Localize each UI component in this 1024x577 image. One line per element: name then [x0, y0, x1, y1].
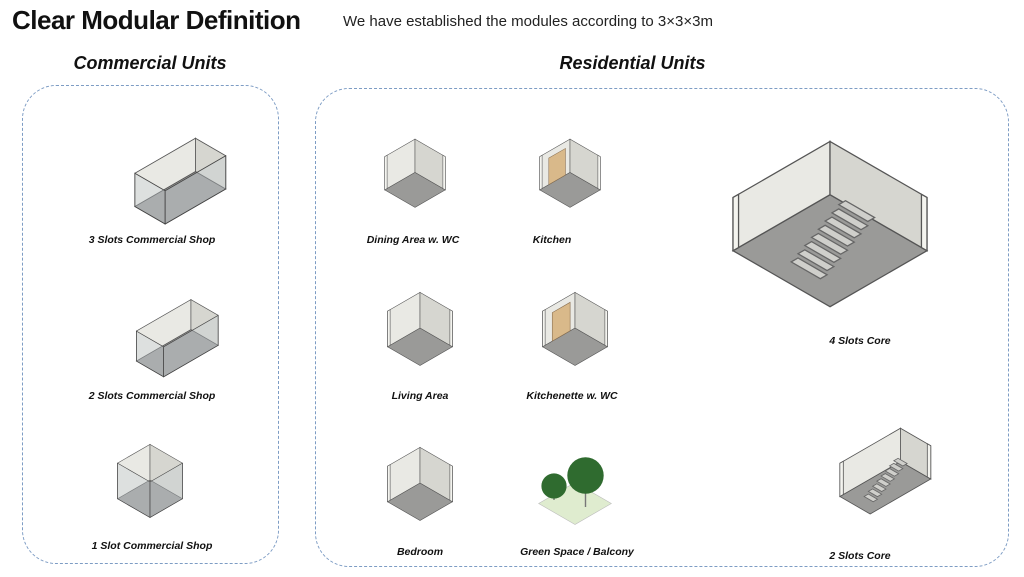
stair-step	[888, 462, 904, 472]
commercial-units-panel	[22, 85, 279, 564]
commercial-units-heading: Commercial Units	[73, 53, 227, 73]
kitchen-illustration	[500, 95, 640, 233]
stair-step	[817, 224, 856, 247]
bedroom-illustration	[345, 405, 495, 543]
stair-step	[796, 249, 836, 272]
wall-edge	[597, 154, 601, 191]
core-4-slot-illustration	[670, 95, 990, 320]
residential-units-heading: Residential Units	[559, 53, 706, 73]
stair-step	[884, 468, 900, 477]
core-4-slot-label: 4 Slots Core	[829, 335, 891, 347]
stair-step	[789, 257, 829, 280]
green-space-illustration	[505, 430, 645, 542]
commercial-2-slot-label: 2 Slots Commercial Shop	[88, 390, 216, 402]
living-area-illustration	[345, 250, 495, 388]
commercial-2-slot-illustration	[60, 255, 240, 387]
page-title: Clear Modular Definition	[12, 5, 301, 35]
stair-step	[863, 493, 879, 503]
dining-area-label: Dining Area w. WC	[366, 234, 460, 246]
cabinet	[548, 147, 566, 186]
stair-step	[871, 483, 887, 492]
living-area-label: Living Area	[391, 390, 449, 402]
stair-step	[810, 232, 849, 255]
commercial-1-slot-illustration	[75, 405, 225, 537]
stair-step	[880, 473, 896, 482]
page-subtitle: We have established the modules accordin…	[343, 13, 713, 30]
wall-edge	[384, 154, 388, 191]
stair-step	[823, 216, 863, 239]
commercial-3-slot-label: 3 Slots Commercial Shop	[88, 234, 216, 246]
green-space-label: Green Space / Balcony	[520, 546, 634, 558]
core-2-slot-illustration	[755, 362, 955, 542]
kitchenette-label: Kitchenette w. WC	[526, 390, 618, 402]
wall-edge	[542, 309, 546, 348]
core-2-slot-label: 2 Slots Core	[829, 550, 891, 562]
wall-edge	[604, 309, 608, 348]
commercial-1-slot-label: 1 Slot Commercial Shop	[91, 540, 213, 552]
wall-edge	[839, 460, 844, 498]
glass-front-wall	[164, 155, 227, 225]
wall-edge	[442, 154, 446, 191]
wall-edge	[732, 193, 740, 252]
cabinet	[551, 301, 571, 342]
kitchen-label: Kitchen	[532, 234, 572, 246]
tree-icon	[567, 457, 604, 494]
wall-edge	[387, 464, 391, 503]
glass-front-wall	[163, 314, 219, 378]
wall-edge	[539, 154, 543, 191]
glass-front-wall	[149, 462, 183, 519]
stair-step	[867, 488, 883, 498]
kitchenette-illustration	[500, 250, 650, 388]
stair-step	[830, 208, 870, 231]
tree-icon	[541, 473, 567, 499]
stair-step	[837, 200, 876, 223]
wall-edge	[926, 443, 932, 480]
bedroom-label: Bedroom	[396, 546, 444, 558]
wall-edge	[449, 464, 453, 503]
wall-edge	[449, 309, 453, 348]
stair-step	[803, 240, 842, 264]
wall-edge	[387, 309, 391, 348]
stair-step	[892, 457, 908, 467]
wall-edge	[920, 193, 928, 252]
dining-area-illustration	[345, 95, 485, 233]
stair-step	[876, 478, 891, 487]
commercial-3-slot-illustration	[30, 92, 270, 232]
residential-units-panel	[315, 88, 1009, 567]
